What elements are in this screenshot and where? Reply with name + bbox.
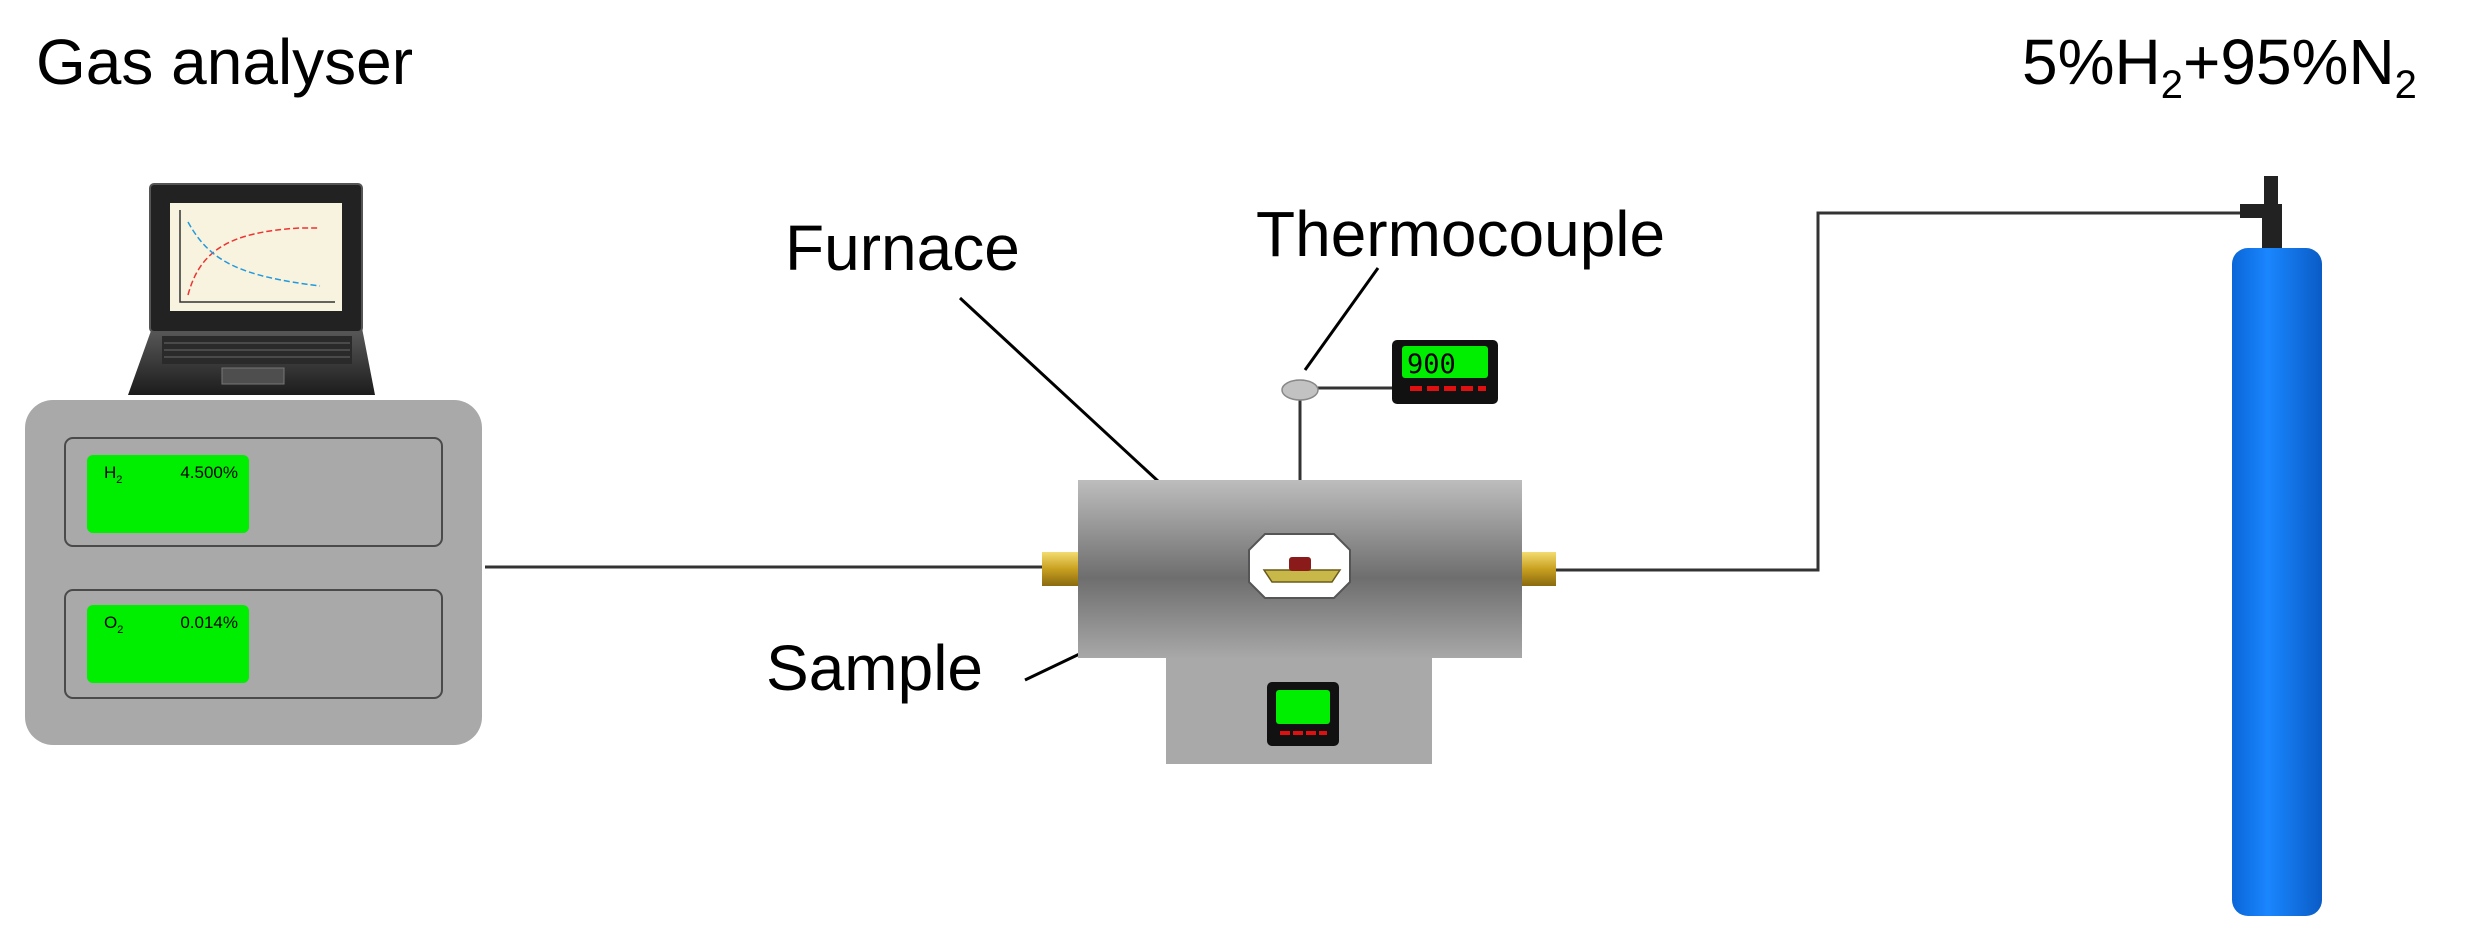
furnace-leader xyxy=(958,296,1174,496)
gas-analyser-label: Gas analyser xyxy=(36,26,413,98)
o2-value: 0.014% xyxy=(180,613,238,632)
thermocouple-display-buttons xyxy=(1410,386,1486,391)
laptop-screen xyxy=(170,203,342,311)
h2-value: 4.500% xyxy=(180,463,238,482)
thermocouple-leader xyxy=(1303,267,1380,371)
thermocouple-head xyxy=(1281,379,1319,401)
laptop-screen-plot xyxy=(179,210,335,303)
thermocouple: 900 xyxy=(1281,340,1498,404)
laptop xyxy=(128,183,375,395)
sample-label: Sample xyxy=(766,632,983,704)
o2-display xyxy=(87,605,249,683)
gas-cylinder xyxy=(2232,176,2322,916)
o2-label: O2 xyxy=(104,613,123,636)
thermocouple-reading: 900 xyxy=(1407,349,1456,380)
brass-fitting-left xyxy=(1042,552,1078,586)
cylinder-valve-top xyxy=(2264,176,2278,204)
brass-fitting-right xyxy=(1520,552,1556,586)
gas-analyser: H2 4.500% O2 0.014% xyxy=(25,400,482,745)
furnace-controller-buttons xyxy=(1280,731,1327,735)
laptop-touchpad xyxy=(221,367,285,385)
gas-lines xyxy=(485,211,2247,572)
cylinder-gas-part-2: +95%N xyxy=(2183,26,2395,98)
cylinder-gas-h-sub: 2 xyxy=(2161,63,2183,107)
furnace xyxy=(1042,480,1556,764)
cylinder-gas-n-sub: 2 xyxy=(2395,63,2417,107)
h2-label: H2 xyxy=(104,463,122,486)
furnace-controller-screen xyxy=(1276,690,1330,724)
cylinder-valve-neck xyxy=(2262,204,2282,250)
h2-display xyxy=(87,455,249,533)
furnace-to-cylinder-line xyxy=(1554,211,2247,572)
sample-piece xyxy=(1289,557,1311,571)
cylinder-gas-part-1: 5%H xyxy=(2022,26,2161,98)
thermocouple-display-screen xyxy=(1402,346,1488,378)
thermocouple-label: Thermocouple xyxy=(1256,198,1665,270)
cylinder-body xyxy=(2232,248,2322,916)
furnace-label: Furnace xyxy=(785,212,1020,284)
laptop-key-rows xyxy=(164,342,350,358)
sample-boat xyxy=(1262,569,1342,583)
cylinder-gas-label: 5%H2+95%N2 xyxy=(2022,26,2417,107)
